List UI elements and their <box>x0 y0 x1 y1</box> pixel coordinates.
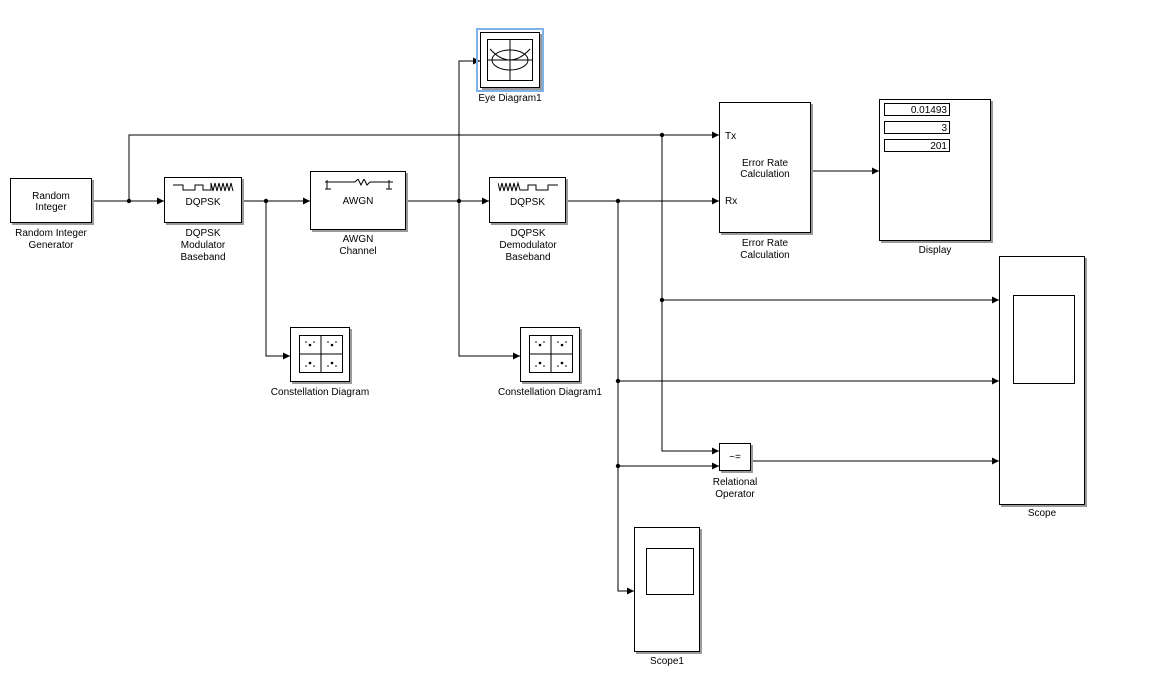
display-value-symbols: 201 <box>884 139 950 152</box>
branch-point <box>659 132 665 138</box>
block-text: DQPSK <box>509 197 545 208</box>
branch-point <box>615 378 621 384</box>
error-rate-calculation-block[interactable]: Tx Rx Error Rate Calculation <box>719 102 811 233</box>
block-label: Random Integer Generator <box>15 228 87 251</box>
block-label: Constellation Diagram <box>270 387 370 398</box>
signal-line <box>458 201 520 360</box>
constellation-diagram-block[interactable] <box>290 327 350 382</box>
eye-diagram-icon <box>487 39 533 81</box>
block-text: DQPSK <box>185 197 221 208</box>
constellation-icon <box>529 335 573 373</box>
signal-line <box>128 131 719 201</box>
waveform-icon <box>173 182 234 192</box>
relational-operator-block[interactable]: ~= <box>719 443 751 471</box>
block-text: Error Rate Calculation <box>740 158 790 180</box>
dqpsk-demodulator-block[interactable]: DQPSK <box>489 177 566 223</box>
scope1-block[interactable] <box>634 527 700 652</box>
display-value-ber: 0.01493 <box>884 103 950 116</box>
waveform-icon <box>498 181 558 192</box>
branch-point <box>126 198 132 204</box>
block-label: Eye Diagram1 <box>478 93 542 104</box>
block-label: Constellation Diagram1 <box>498 387 602 398</box>
block-label: Scope <box>1027 508 1057 519</box>
signal-line <box>661 135 719 455</box>
eye-diagram-block[interactable] <box>476 28 544 92</box>
block-label: DQPSK Demodulator Baseband <box>499 228 557 263</box>
scope-screen-icon <box>1013 295 1075 384</box>
branch-point <box>263 198 269 204</box>
block-label: Scope1 <box>650 656 684 667</box>
display-block[interactable]: 0.01493 3 201 <box>879 99 991 241</box>
branch-point <box>615 198 621 204</box>
scope-block[interactable] <box>999 256 1085 505</box>
block-text: ~= <box>729 452 741 463</box>
block-label: Relational Operator <box>712 477 758 500</box>
block-text: AWGN <box>342 196 374 207</box>
signal-line <box>265 201 290 360</box>
block-label: Display <box>918 245 952 256</box>
branch-point <box>456 198 462 204</box>
awgn-channel-block[interactable]: AWGN <box>310 171 406 230</box>
constellation-icon <box>299 335 343 373</box>
branch-point <box>659 297 665 303</box>
port-tx: Tx <box>725 131 737 142</box>
port-rx: Rx <box>725 196 738 207</box>
block-label: AWGN Channel <box>339 234 377 257</box>
branch-point <box>615 463 621 469</box>
signal-line <box>458 57 480 201</box>
channel-icon <box>325 179 393 190</box>
display-value-errors: 3 <box>884 121 950 134</box>
dqpsk-modulator-block[interactable]: DQPSK <box>164 177 242 223</box>
scope-screen-icon <box>646 548 694 595</box>
constellation-diagram1-block[interactable] <box>520 327 580 382</box>
block-label: Error Rate Calculation <box>740 238 790 261</box>
signal-line <box>617 201 634 595</box>
random-integer-block[interactable]: Random Integer <box>10 178 92 223</box>
block-label: DQPSK Modulator Baseband <box>180 228 226 263</box>
block-text: Random Integer <box>32 191 70 213</box>
